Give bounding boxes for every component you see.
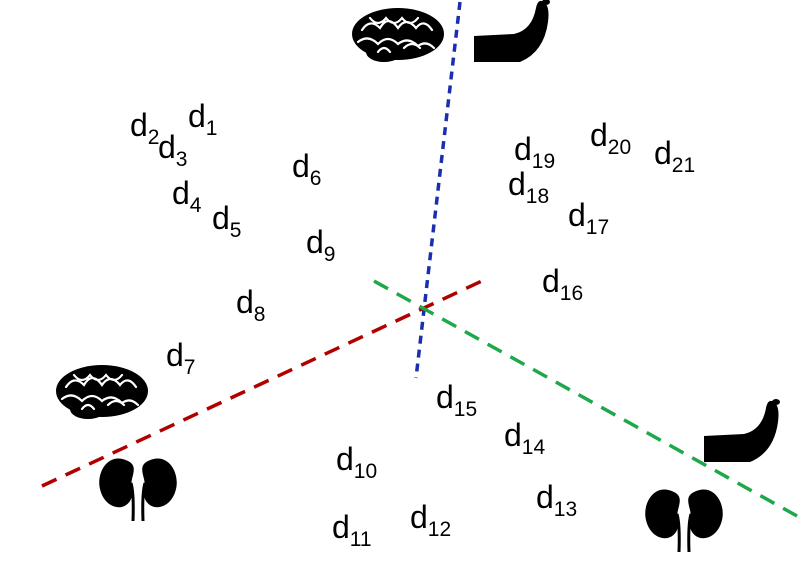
label-subscript: 12 bbox=[428, 518, 451, 541]
label-d4: d4 bbox=[172, 175, 202, 217]
label-d21: d21 bbox=[654, 135, 695, 177]
label-subscript: 15 bbox=[454, 398, 477, 421]
label-subscript: 8 bbox=[254, 303, 266, 326]
label-d3: d3 bbox=[158, 129, 187, 171]
label-subscript: 16 bbox=[560, 282, 583, 305]
label-d15: d15 bbox=[436, 379, 477, 421]
label-d16: d16 bbox=[542, 263, 583, 305]
label-base: d bbox=[306, 224, 324, 260]
label-base: d bbox=[514, 131, 532, 167]
label-subscript: 5 bbox=[230, 219, 242, 242]
label-subscript: 9 bbox=[324, 243, 336, 266]
label-base: d bbox=[188, 98, 206, 134]
label-d7: d7 bbox=[166, 337, 195, 379]
label-d2: d2 bbox=[130, 107, 159, 149]
label-subscript: 14 bbox=[522, 436, 546, 459]
label-d12: d12 bbox=[410, 499, 451, 541]
kidneys-icon bbox=[97, 456, 179, 523]
label-d19: d19 bbox=[514, 131, 555, 173]
label-subscript: 21 bbox=[672, 154, 695, 177]
label-base: d bbox=[410, 499, 428, 535]
label-base: d bbox=[292, 148, 310, 184]
label-d6: d6 bbox=[292, 148, 321, 190]
label-base: d bbox=[336, 441, 354, 477]
label-d1: d1 bbox=[188, 98, 217, 140]
label-subscript: 3 bbox=[176, 148, 188, 171]
label-d14: d14 bbox=[504, 417, 545, 459]
label-subscript: 11 bbox=[350, 528, 372, 551]
label-d9: d9 bbox=[306, 224, 335, 266]
brain-icon bbox=[350, 6, 446, 64]
label-base: d bbox=[172, 175, 190, 211]
foot-icon bbox=[474, 0, 550, 62]
label-d5: d5 bbox=[212, 200, 241, 242]
brain-icon bbox=[54, 363, 150, 421]
label-base: d bbox=[166, 337, 184, 373]
label-subscript: 7 bbox=[184, 356, 196, 379]
label-subscript: 1 bbox=[206, 117, 218, 140]
label-d8: d8 bbox=[236, 284, 265, 326]
red-dashed-axis bbox=[41, 278, 485, 488]
label-base: d bbox=[212, 200, 230, 236]
label-d18: d18 bbox=[508, 166, 549, 208]
green-dashed-axis bbox=[373, 279, 798, 518]
label-base: d bbox=[654, 135, 672, 171]
blue-dashed-axis bbox=[414, 1, 462, 379]
label-base: d bbox=[436, 379, 454, 415]
label-subscript: 6 bbox=[310, 167, 322, 190]
label-base: d bbox=[508, 166, 526, 202]
label-subscript: 10 bbox=[354, 460, 377, 483]
label-subscript: 17 bbox=[586, 216, 609, 239]
label-base: d bbox=[590, 117, 608, 153]
label-subscript: 13 bbox=[554, 498, 577, 521]
label-base: d bbox=[158, 129, 176, 165]
label-base: d bbox=[236, 284, 254, 320]
label-subscript: 19 bbox=[532, 150, 555, 173]
label-d11: d11 bbox=[332, 509, 372, 551]
label-d13: d13 bbox=[536, 479, 577, 521]
label-base: d bbox=[130, 107, 148, 143]
kidneys-icon bbox=[643, 487, 725, 554]
label-subscript: 4 bbox=[190, 194, 202, 217]
label-d17: d17 bbox=[568, 197, 609, 239]
label-base: d bbox=[536, 479, 554, 515]
label-base: d bbox=[568, 197, 586, 233]
foot-icon bbox=[704, 399, 780, 462]
label-subscript: 20 bbox=[608, 136, 631, 159]
label-subscript: 2 bbox=[148, 126, 160, 149]
label-d10: d10 bbox=[336, 441, 377, 483]
label-subscript: 18 bbox=[526, 185, 549, 208]
label-base: d bbox=[332, 509, 350, 545]
label-base: d bbox=[542, 263, 560, 299]
label-base: d bbox=[504, 417, 522, 453]
label-d20: d20 bbox=[590, 117, 631, 159]
